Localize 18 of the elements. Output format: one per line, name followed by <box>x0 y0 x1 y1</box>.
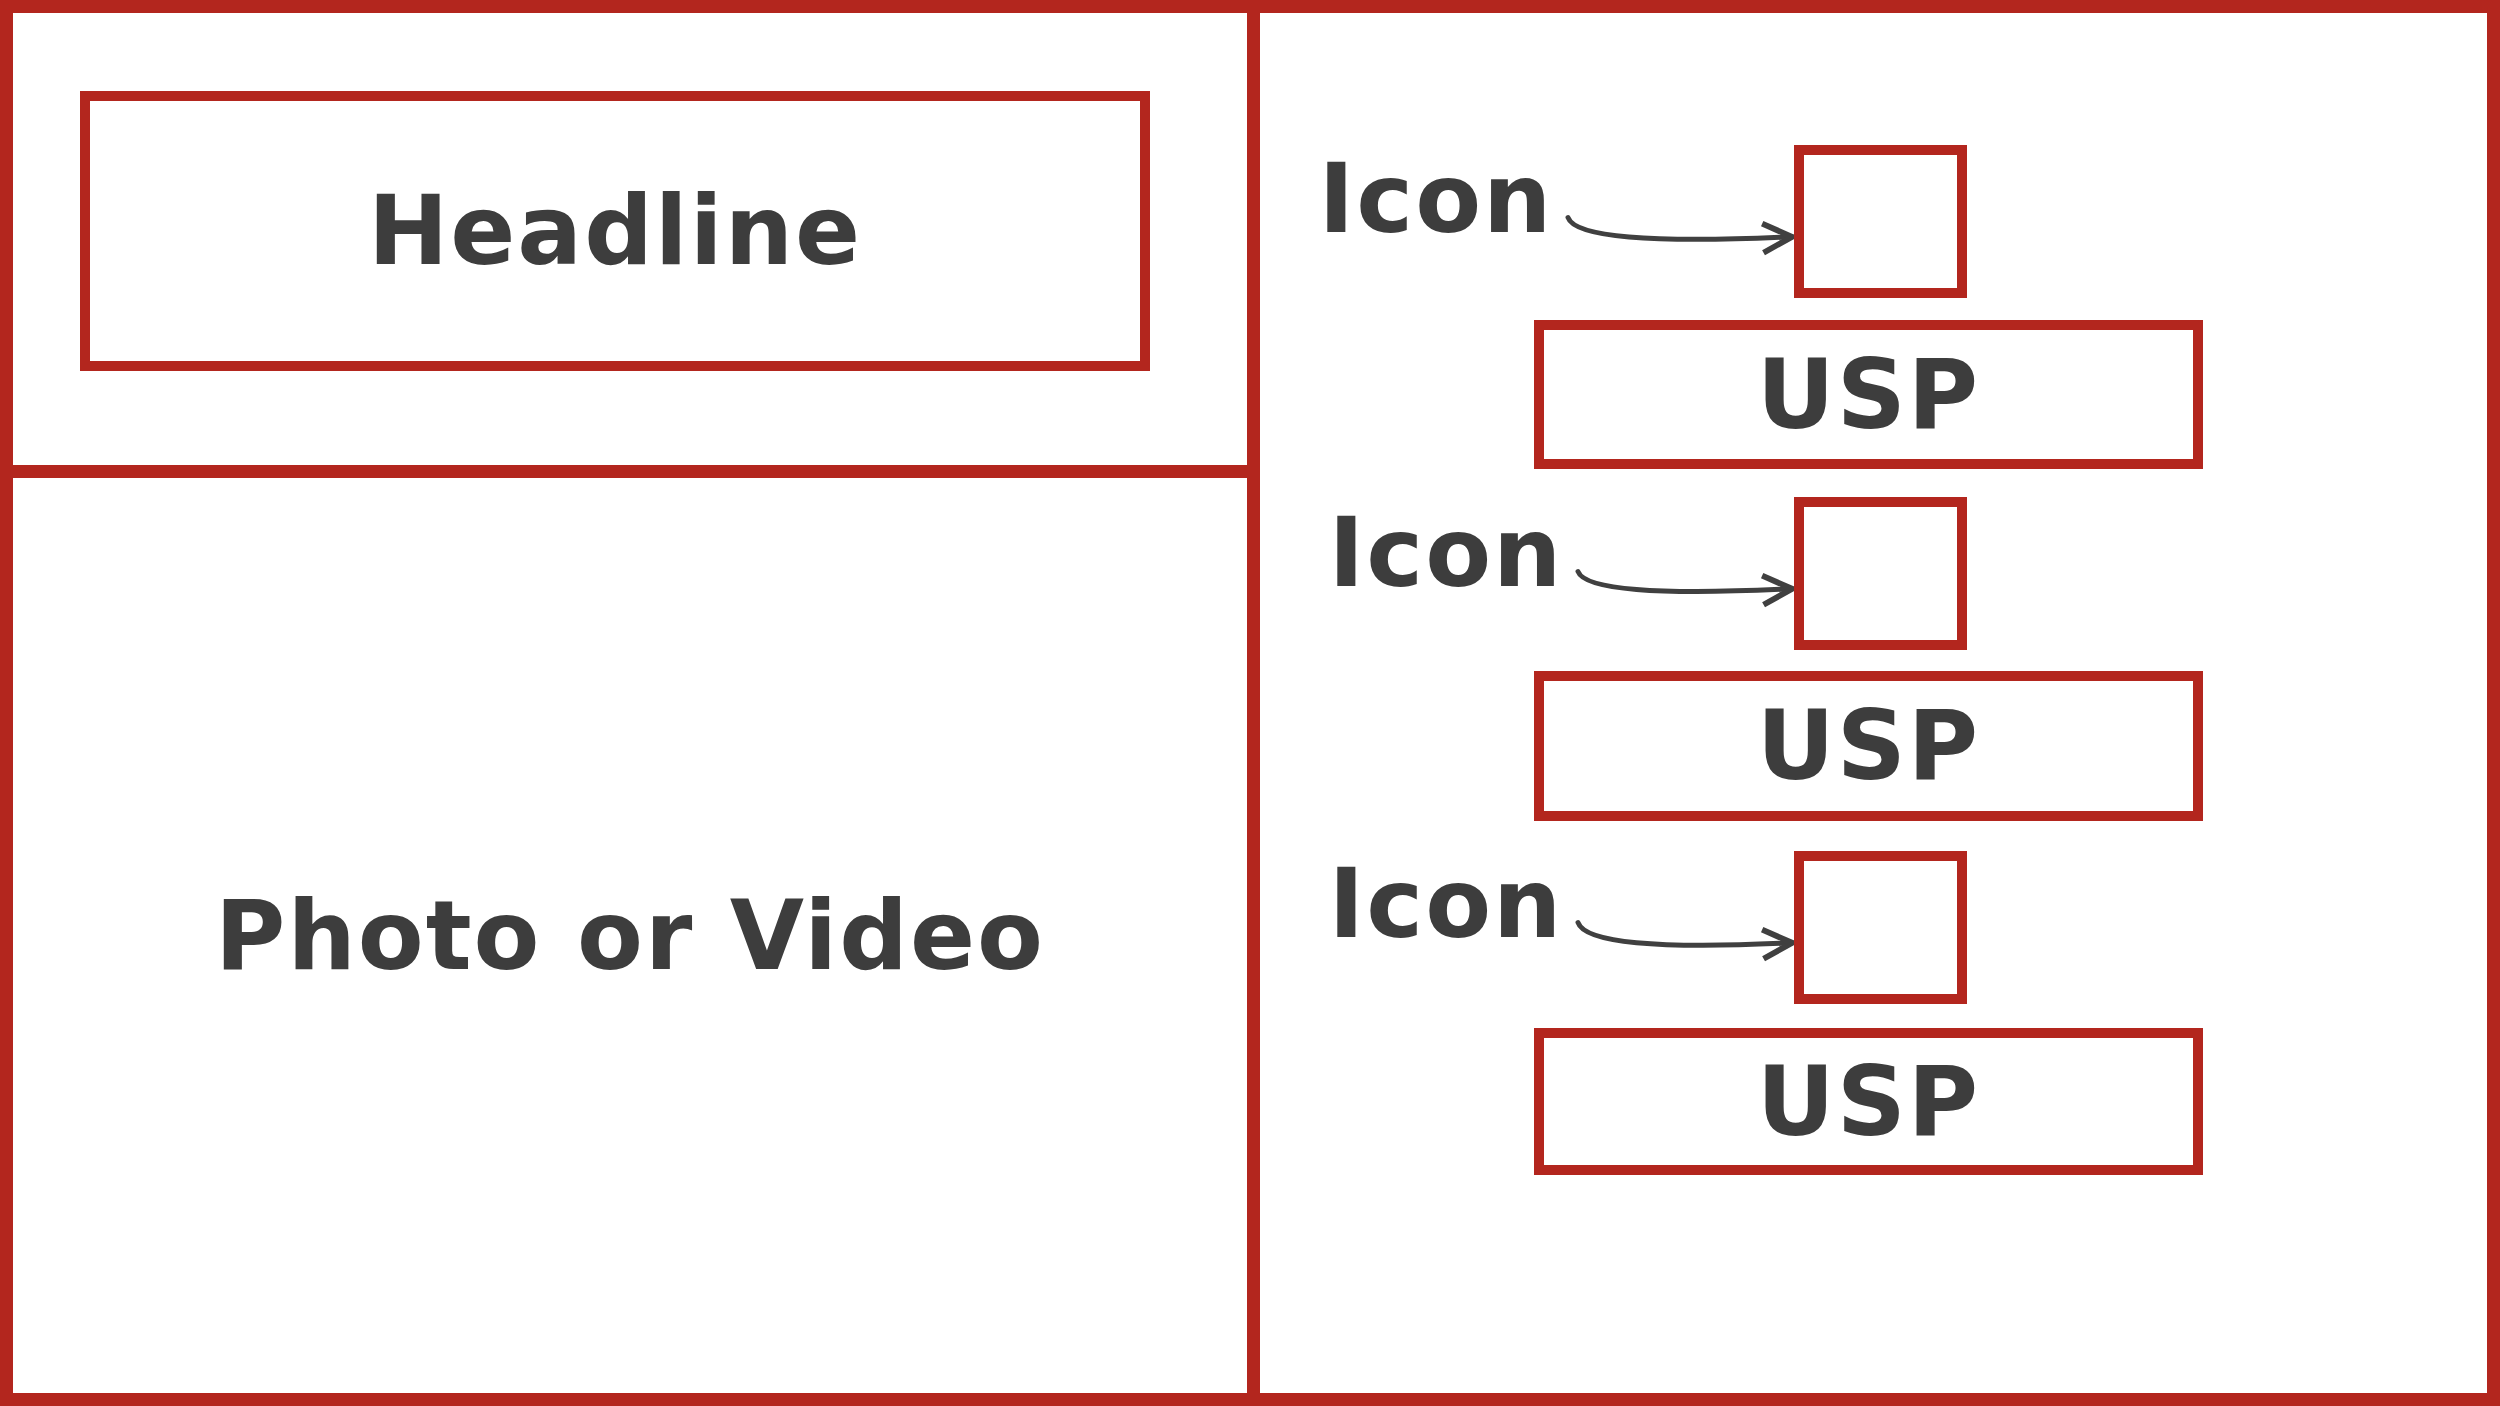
media-placeholder-text: Photo or Video <box>215 879 1045 992</box>
usp-text: USP <box>1756 690 1981 802</box>
empty-box <box>1794 145 1967 298</box>
empty-box <box>1794 851 1967 1004</box>
empty-box <box>1794 497 1967 650</box>
icon-label: Icon <box>1316 151 1556 246</box>
icon-label: Icon <box>1326 505 1566 600</box>
arrow <box>1575 569 1795 608</box>
usp-text: USP <box>1756 1045 1981 1158</box>
arrow <box>1575 920 1795 962</box>
arrow <box>1565 215 1795 256</box>
content-box <box>80 91 1150 371</box>
content-box <box>1534 671 2203 821</box>
usp-text: USP <box>1756 338 1981 451</box>
content-box <box>1534 1028 2203 1175</box>
content-box <box>1534 320 2203 469</box>
headline-text: Headline <box>367 175 863 287</box>
icon-label: Icon <box>1326 856 1566 951</box>
